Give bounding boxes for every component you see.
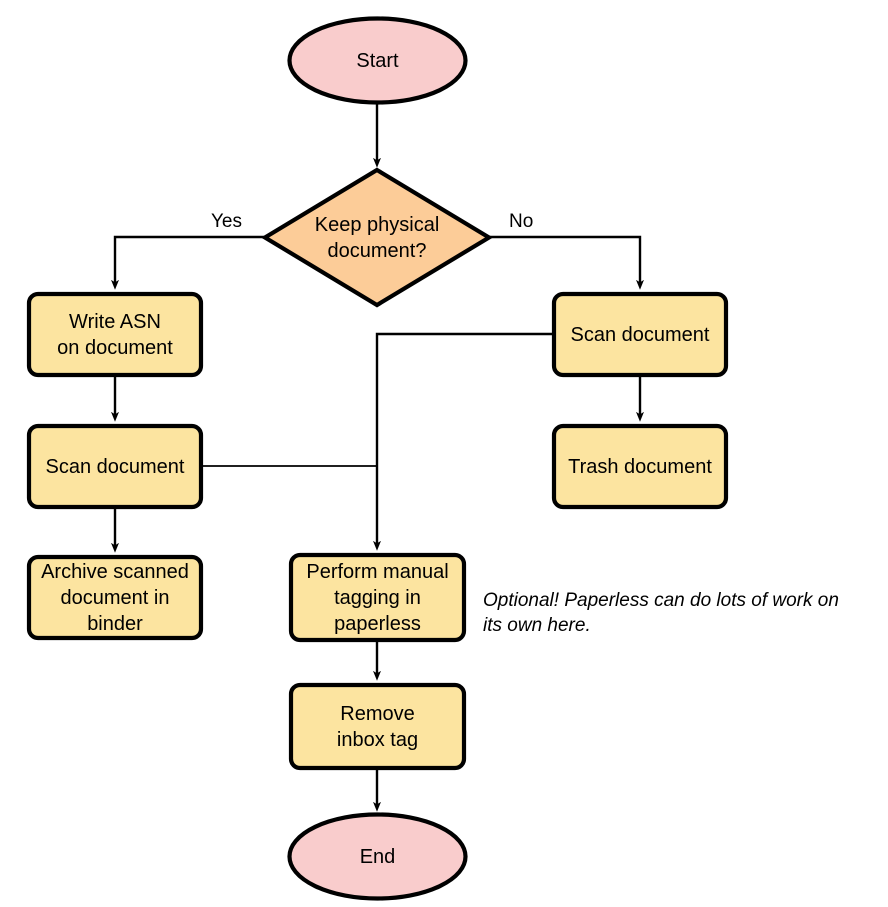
- edge-label-yes: Yes: [211, 211, 242, 232]
- node-archive-scanned-document-in-binder[interactable]: [26, 554, 204, 641]
- node-trash-document[interactable]: [551, 423, 729, 510]
- node-remove-inbox-tag[interactable]: [288, 682, 467, 771]
- node-start[interactable]: [287, 16, 468, 105]
- node-scan-document-left[interactable]: [26, 423, 204, 510]
- node-end[interactable]: [287, 812, 468, 901]
- edge-label-no: No: [509, 211, 534, 232]
- node-perform-manual-tagging-in-paperless[interactable]: [288, 552, 467, 643]
- node-layer: [26, 16, 729, 901]
- node-scan-document-right[interactable]: [551, 291, 729, 378]
- node-keep-physical-document[interactable]: [260, 167, 494, 308]
- optional-note: Optional! Paperless can do lots of work …: [483, 590, 839, 636]
- edge-scan-right-to-tagging: [373, 332, 552, 551]
- edge-decision-no: [489, 235, 644, 290]
- node-write-asn-on-document[interactable]: [26, 291, 204, 378]
- edge-layer: [111, 103, 644, 812]
- edge-decision-yes: [111, 235, 265, 290]
